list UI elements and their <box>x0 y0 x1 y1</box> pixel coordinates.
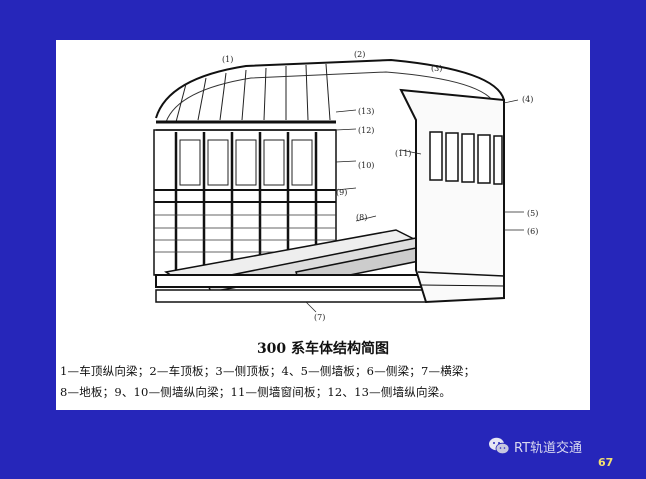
callout-12: (12) <box>358 126 374 135</box>
roof-shell <box>155 58 505 119</box>
legend-line-2: 8—地板；9、10—侧墙纵向梁；11—侧墙窗间板；12、13—侧墙纵向梁。 <box>60 385 452 399</box>
brand-text: RT轨道交通 <box>514 440 583 456</box>
callout-4: (4) <box>522 95 533 104</box>
callout-1: (1) <box>222 55 233 64</box>
callout-11: (11) <box>395 149 411 158</box>
side-window-openings <box>179 139 313 186</box>
page-number: 67 <box>598 456 614 469</box>
lower-wall-hatching <box>154 214 336 253</box>
side-sill <box>155 274 427 288</box>
right-side-sill <box>417 271 505 277</box>
callout-7: (7) <box>314 313 325 322</box>
cross-beam <box>155 289 427 303</box>
wechat-icon <box>489 437 510 455</box>
car-body-structure-diagram: (1) (2) (3) (4) (5) (6) (7) (8) (9) (10)… <box>153 50 538 322</box>
callout-9: (9) <box>336 188 347 197</box>
callout-6: (6) <box>527 227 538 236</box>
leader-lines <box>305 99 524 313</box>
brand-watermark: RT轨道交通 <box>488 436 582 456</box>
right-side-wall <box>399 88 505 304</box>
callout-13: (13) <box>358 107 374 116</box>
callout-2: (2) <box>354 50 365 59</box>
callout-3: (3) <box>431 64 442 73</box>
right-side-beam <box>420 284 505 287</box>
legend-line-1: 1—车顶纵向梁；2—车顶板；3—侧顶板；4、5—侧墙板；6—侧梁；7—横梁； <box>60 364 476 378</box>
figure-title: 300 系车体结构简图 <box>256 341 390 357</box>
callout-10: (10) <box>358 161 374 170</box>
callout-8: (8) <box>356 213 367 222</box>
figure-card: (1) (2) (3) (4) (5) (6) (7) (8) (9) (10)… <box>56 40 590 410</box>
callout-5: (5) <box>527 209 538 218</box>
roof-ribs <box>175 63 331 123</box>
right-window-openings <box>429 131 503 185</box>
